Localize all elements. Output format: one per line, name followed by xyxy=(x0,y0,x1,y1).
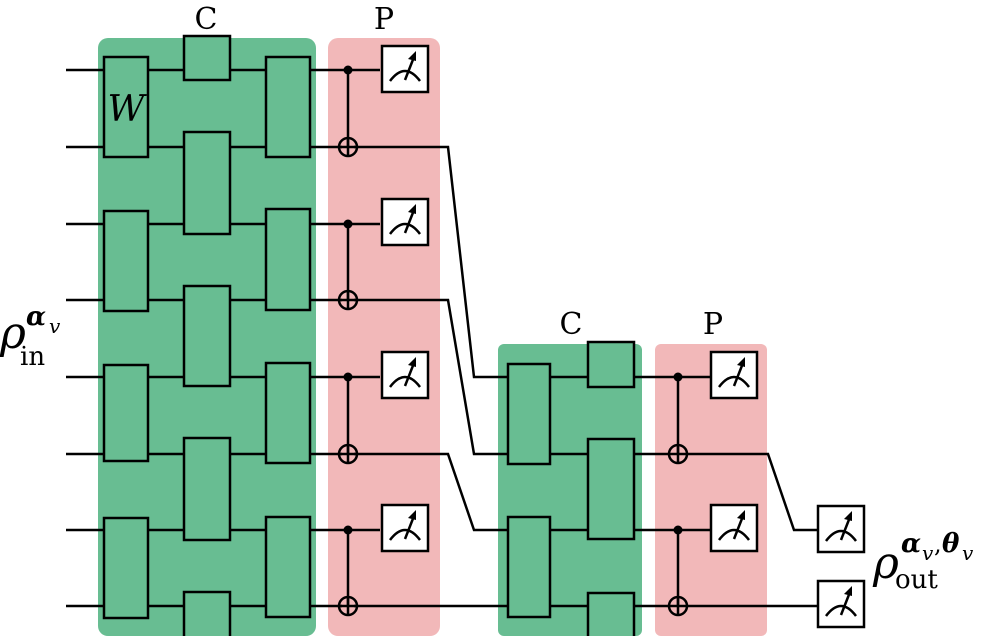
gate-w-label: W xyxy=(107,89,147,130)
output-wires xyxy=(686,452,820,608)
meter-icon xyxy=(380,350,430,400)
meter-icon xyxy=(380,44,430,94)
conv-label-1: C xyxy=(195,2,218,37)
meter-icon xyxy=(380,503,430,553)
svg-text:ρ: ρ xyxy=(0,308,26,359)
meter-icon xyxy=(709,503,759,553)
pool-label-2: P xyxy=(703,307,723,342)
pooling-block-1 xyxy=(328,38,440,636)
svg-text:ρ: ρ xyxy=(872,538,899,589)
cnot-symbols-layer-1 xyxy=(337,65,359,617)
pooling-block-2 xyxy=(655,344,767,636)
meter-icon xyxy=(816,504,866,554)
meter-icon xyxy=(816,579,866,629)
svg-text:v: v xyxy=(962,541,974,565)
output-state-label: ρ out α v , θ v xyxy=(872,529,974,595)
svg-text:in: in xyxy=(20,342,45,372)
svg-text:α: α xyxy=(26,302,46,332)
input-state-label: ρ in α v xyxy=(0,302,61,372)
conv-gates-layer-2 xyxy=(506,340,636,636)
routing-wires xyxy=(354,145,678,608)
pool-label-1: P xyxy=(374,2,394,37)
svg-text:v: v xyxy=(922,541,934,565)
conv-label-2: C xyxy=(560,307,583,342)
cnot-symbols-layer-2 xyxy=(667,372,689,617)
svg-text:α: α xyxy=(901,529,921,559)
svg-text:,: , xyxy=(934,530,942,558)
svg-text:θ: θ xyxy=(942,529,960,559)
gate-w xyxy=(102,55,150,159)
cnot-lines-layer-2 xyxy=(676,375,712,606)
conv-gates-layer-1 xyxy=(102,34,312,636)
meter-icon xyxy=(380,197,430,247)
meter-icon xyxy=(709,350,759,400)
svg-text:v: v xyxy=(49,314,61,338)
svg-text:out: out xyxy=(895,565,938,595)
